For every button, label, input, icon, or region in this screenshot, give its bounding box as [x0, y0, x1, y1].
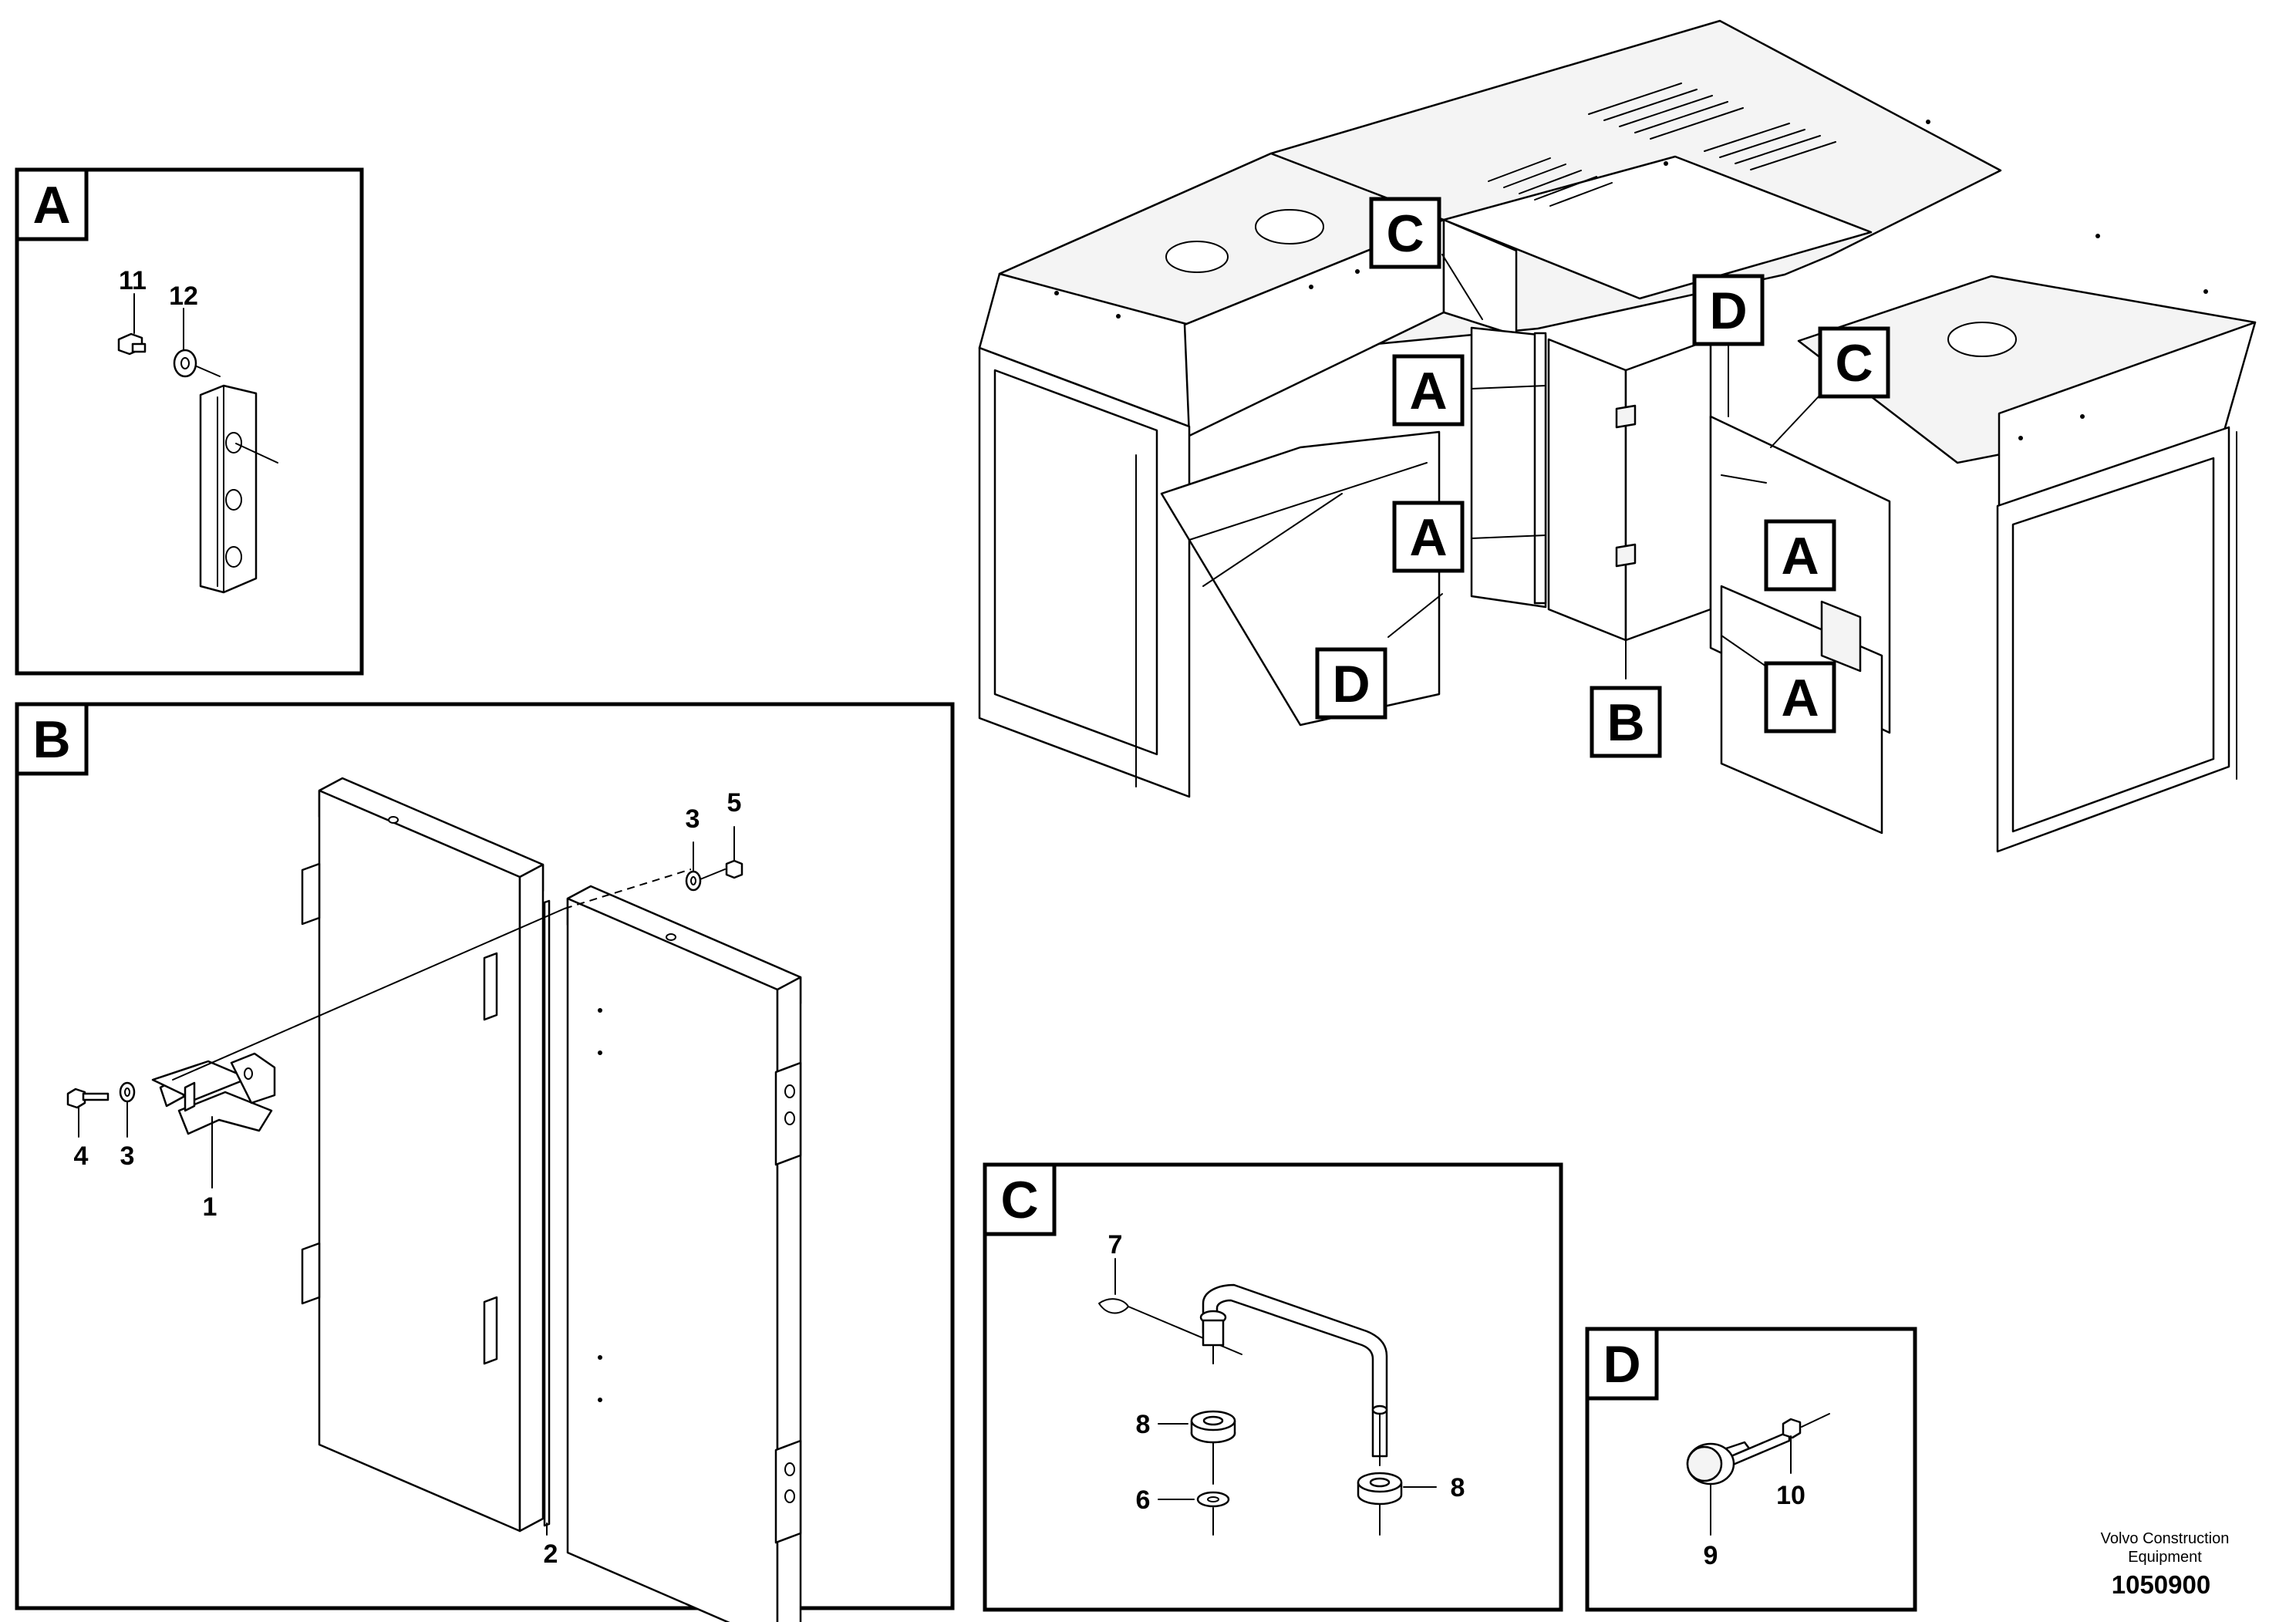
- callout-10: 10: [1776, 1481, 1805, 1510]
- svg-text:D: D: [1709, 282, 1747, 340]
- svg-text:C: C: [1386, 204, 1424, 263]
- document-number: 1050900: [2111, 1570, 2211, 1599]
- view-a-hinge: [117, 293, 278, 594]
- overview-tag-b: B: [1590, 686, 1662, 758]
- view-c-letter: C: [1000, 1171, 1038, 1229]
- overview-tag-d-right: D: [1692, 274, 1765, 346]
- view-b-door-left: [301, 777, 544, 1533]
- view-c-rod: [1098, 1258, 1437, 1536]
- callout-5: 5: [727, 788, 742, 818]
- overview-tag-d-left: D: [1315, 647, 1387, 720]
- callout-11: 11: [119, 266, 147, 295]
- publisher-credit: Volvo Construction Equipment: [2065, 1529, 2265, 1566]
- svg-text:A: A: [1781, 527, 1819, 585]
- svg-text:A: A: [1409, 362, 1447, 420]
- svg-text:A: A: [1781, 669, 1819, 727]
- view-b-latch: [66, 826, 743, 1189]
- callout-8-left: 8: [1136, 1410, 1151, 1439]
- view-c-frame: C: [983, 1162, 1563, 1612]
- callout-6: 6: [1136, 1485, 1151, 1515]
- svg-text:A: A: [1409, 508, 1447, 567]
- svg-text:D: D: [1332, 655, 1370, 713]
- overview-tag-c-left: C: [1369, 197, 1441, 269]
- view-d-letter: D: [1603, 1335, 1640, 1394]
- overview-tag-a-lower-right: A: [1764, 661, 1836, 733]
- view-b-seal: [543, 899, 551, 1536]
- view-a-letter: A: [32, 176, 70, 234]
- svg-text:C: C: [1835, 334, 1873, 393]
- callout-7: 7: [1108, 1230, 1123, 1259]
- callout-8-right: 8: [1451, 1473, 1465, 1502]
- view-b-door-right: [566, 885, 802, 1622]
- callout-12: 12: [169, 282, 198, 311]
- callout-2: 2: [544, 1539, 558, 1569]
- overview-leaders: [1387, 254, 1821, 679]
- overview-tag-c-right: C: [1818, 326, 1890, 399]
- credit-line-1: Volvo Construction: [2100, 1530, 2230, 1547]
- roof-vent-slots: [1488, 83, 1836, 207]
- callout-3-top: 3: [686, 804, 700, 834]
- overview-tag-a-lower-left: A: [1392, 501, 1465, 573]
- callout-3-bottom: 3: [120, 1141, 135, 1171]
- svg-text:B: B: [1607, 693, 1644, 752]
- credit-line-2: Equipment: [2128, 1549, 2202, 1566]
- callout-1: 1: [203, 1192, 217, 1222]
- overview-tag-a-upper-right: A: [1764, 519, 1836, 592]
- view-d-frame: D: [1585, 1327, 1917, 1612]
- view-d-knob: [1686, 1413, 1830, 1536]
- callout-9: 9: [1704, 1541, 1718, 1570]
- overview-tag-a-upper-left: A: [1392, 354, 1465, 427]
- view-b-frame: B: [15, 702, 955, 1610]
- view-a-frame: A: [15, 167, 364, 676]
- callout-4: 4: [74, 1141, 89, 1171]
- view-b-letter: B: [32, 710, 70, 769]
